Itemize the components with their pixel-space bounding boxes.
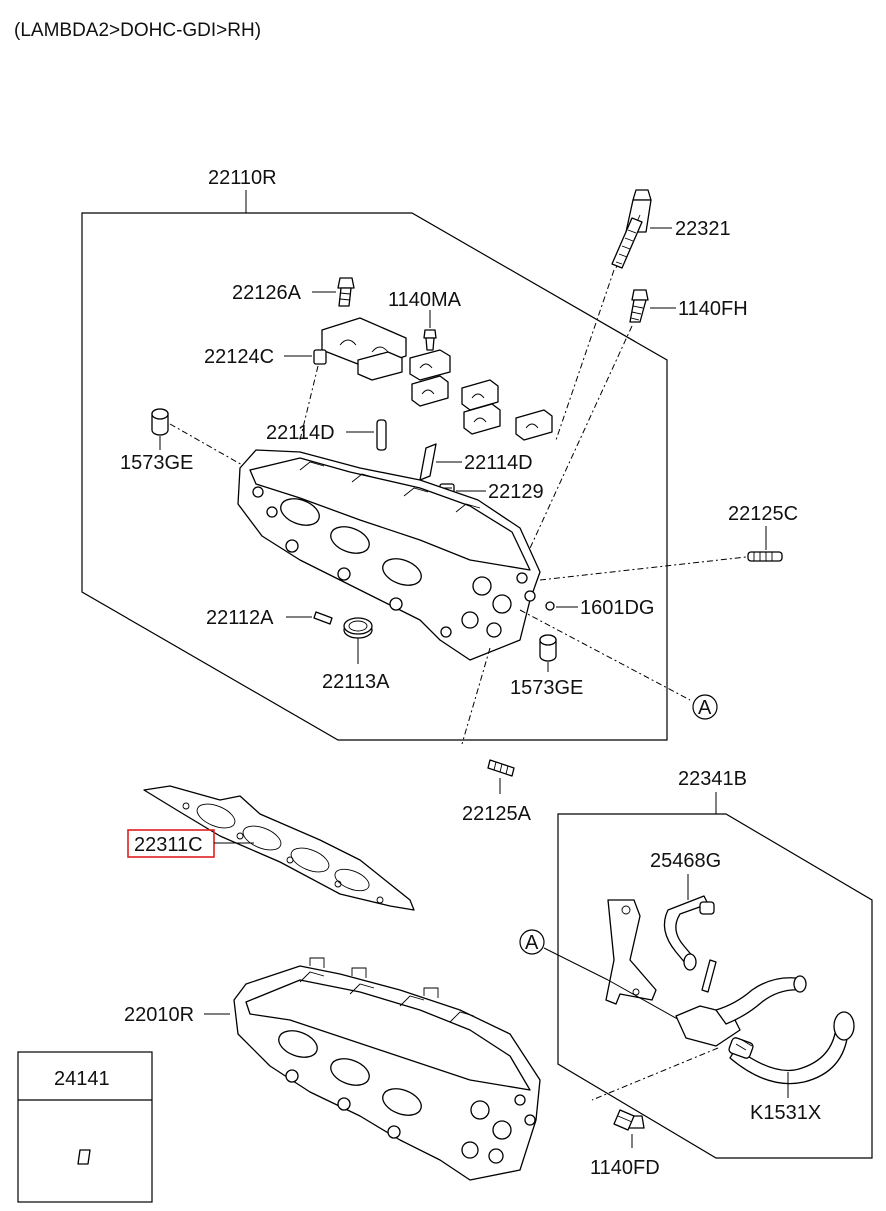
- label-1140FD[interactable]: 1140FD: [590, 1157, 660, 1179]
- bracket-icon: [605, 899, 657, 1005]
- pin-22112a-icon: [313, 611, 333, 625]
- plug-1573ge-right-icon: [539, 634, 557, 662]
- label-1573GE-left[interactable]: 1573GE: [120, 452, 193, 474]
- hose-25468g-icon: [663, 895, 715, 971]
- diagram-header: (LAMBDA2>DOHC-GDI>RH): [14, 20, 261, 41]
- plug-24141-icon: [77, 1149, 91, 1165]
- ball-1601dg-icon: [545, 601, 555, 611]
- hose-k1531x-icon: [728, 1011, 855, 1085]
- callout-a-lower[interactable]: [519, 929, 545, 955]
- label-22112A[interactable]: 22112A: [206, 607, 274, 629]
- label-22311C[interactable]: 22311C: [134, 834, 203, 856]
- cylinder-head-assembly-icon: [237, 449, 541, 661]
- label-22341B[interactable]: 22341B: [678, 768, 747, 790]
- seal-22113a-icon: [343, 617, 373, 639]
- label-25468G[interactable]: 25468G: [650, 850, 721, 872]
- label-22114D-left[interactable]: 22114D: [266, 422, 335, 444]
- label-22125A[interactable]: 22125A: [462, 803, 532, 825]
- callout-a-lower-letter: A: [525, 932, 539, 954]
- label-22125C[interactable]: 22125C: [728, 503, 798, 525]
- valve-guide-22114d-left-icon: [376, 419, 387, 451]
- bolt-1140ma-icon: [423, 329, 437, 351]
- cylinder-head-group-box: [81, 212, 668, 741]
- bolt-1140fh-icon: [629, 289, 649, 323]
- bolt-1140fd-icon: [613, 1109, 645, 1131]
- label-22114D-right[interactable]: 22114D: [464, 452, 533, 474]
- label-22321[interactable]: 22321: [675, 218, 731, 240]
- label-24141[interactable]: 24141: [54, 1068, 110, 1090]
- stud-22125a-icon: [487, 759, 515, 777]
- label-22110R[interactable]: 22110R: [208, 167, 277, 189]
- head-gasket-22311c-icon: [143, 785, 415, 911]
- bolt-22321-icon: [611, 189, 652, 269]
- label-22124C[interactable]: 22124C: [204, 346, 274, 368]
- label-22129[interactable]: 22129: [488, 481, 544, 503]
- hose-group-box: [557, 813, 873, 1159]
- camshaft-bearing-caps-icon: [321, 317, 553, 441]
- part-24141-box: [17, 1051, 153, 1203]
- plug-1573ge-left-icon: [151, 408, 169, 436]
- callout-a-upper-letter: A: [698, 697, 712, 719]
- water-outlet-fitting-icon: [675, 959, 807, 1047]
- label-22010R[interactable]: 22010R: [124, 1004, 194, 1026]
- cylinder-head-22010r-icon: [233, 957, 541, 1181]
- valve-guide-22114d-right-icon: [419, 443, 437, 481]
- label-1140FH[interactable]: 1140FH: [678, 298, 748, 320]
- dowel-22124c-icon: [313, 349, 327, 365]
- label-K1531X[interactable]: K1531X: [750, 1102, 821, 1124]
- bolt-22126a-icon: [337, 277, 355, 307]
- label-1601DG[interactable]: 1601DG: [580, 597, 655, 619]
- label-1140MA[interactable]: 1140MA: [388, 289, 462, 311]
- label-1573GE-right[interactable]: 1573GE: [510, 677, 583, 699]
- stud-22125c-icon: [747, 551, 783, 562]
- callout-a-upper[interactable]: [692, 694, 718, 720]
- label-22126A[interactable]: 22126A: [232, 282, 302, 304]
- label-22113A[interactable]: 22113A: [322, 671, 390, 693]
